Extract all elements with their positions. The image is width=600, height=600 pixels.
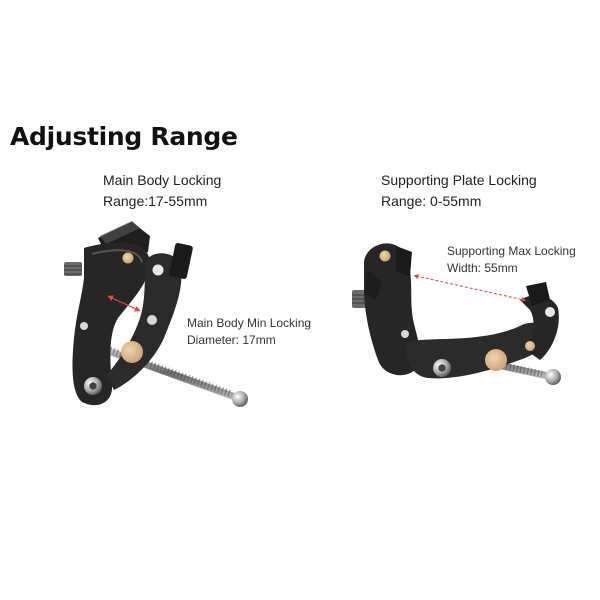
left-jaw-pad [169,243,193,279]
min-diameter-arrow [107,295,141,312]
right-rod-ball-end [545,369,561,385]
min-diameter-note-line1: Main Body Min Locking [187,316,312,330]
left-caption-range: Range:17-55mm [103,193,208,209]
right-clamp [352,243,561,385]
left-caption-title: Main Body Locking [103,172,222,188]
right-pivot-lower [525,341,535,351]
left-brass-knob [121,341,143,363]
max-width-note-line2: Width: 55mm [447,261,518,275]
right-caption-title: Supporting Plate Locking [381,172,537,188]
left-caption: Main Body Locking Range:17-55mm [103,170,221,212]
min-diameter-note-line2: Diameter: 17mm [187,333,276,347]
left-clamp-arm [72,242,150,406]
right-pivot-jaw [545,307,555,317]
max-width-arrow [413,274,527,302]
right-clamp-arm [364,243,420,376]
right-arm-pad [396,246,412,276]
right-caption: Supporting Plate Locking Range: 0-55mm [381,170,537,212]
left-pivot-side [80,322,88,330]
left-pivot-mid [147,315,157,325]
max-width-note-line1: Supporting Max Locking [447,244,576,258]
left-pivot-top [122,252,134,264]
left-camera-screw [64,262,82,276]
right-pivot-top [379,250,391,262]
min-diameter-note: Main Body Min Locking Diameter: 17mm [187,315,311,349]
left-pivot-jaw [152,264,164,276]
right-jaw-pad [526,282,550,306]
max-width-note: Supporting Max Locking Width: 55mm [447,243,576,277]
left-clamp [64,221,248,407]
right-caption-range: Range: 0-55mm [381,193,482,209]
page-title: Adjusting Range [10,122,238,151]
left-rod-ball-end [232,391,248,407]
right-brass-knob [485,349,507,371]
right-pivot-mid [401,330,409,338]
